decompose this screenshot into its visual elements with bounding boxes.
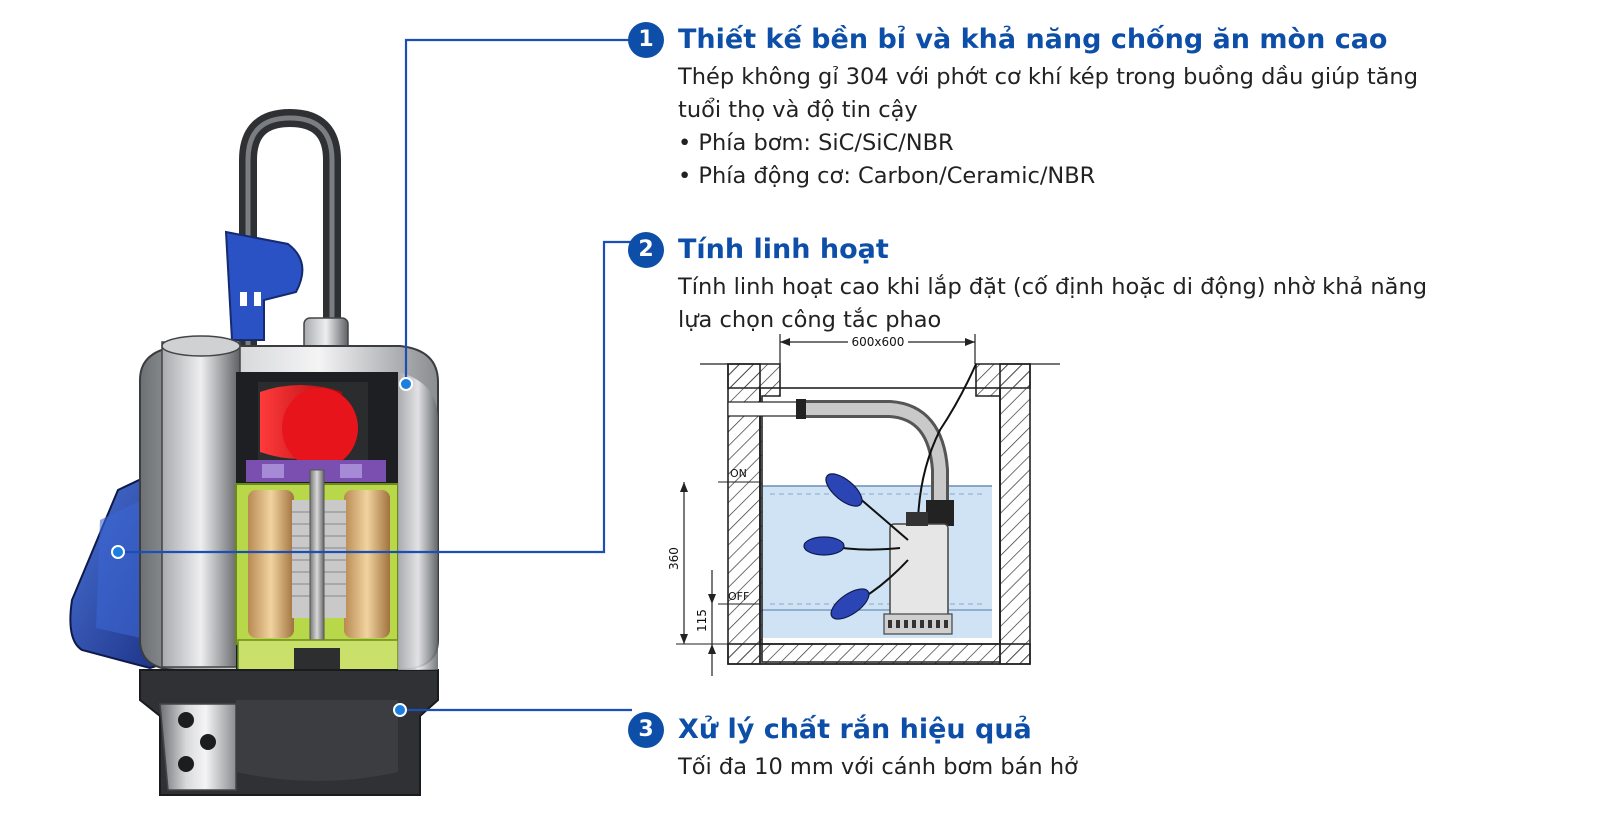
feature-title: Tính linh hoạt	[678, 234, 889, 265]
feature-title: Xử lý chất rắn hiệu quả	[678, 714, 1032, 745]
level-on-label: ON	[730, 467, 747, 480]
feature-text-line: tuổi thọ và độ tin cậy	[678, 97, 918, 123]
small-pump	[889, 523, 949, 621]
feature-number-badge: 1	[628, 22, 664, 58]
callout-dots	[111, 377, 413, 717]
feature-description: Thép không gỉ 304 với phớt cơ khí kép tr…	[678, 61, 1418, 193]
pump	[69, 108, 439, 796]
level-off-label: OFF	[728, 590, 749, 603]
installation-diagram: 600x600	[667, 333, 1060, 676]
feature-number-badge: 2	[628, 232, 664, 268]
height-on-label: 360	[667, 547, 681, 570]
feature-bullet: • Phía bơm: SiC/SiC/NBR	[678, 130, 954, 156]
callout-line-1	[404, 38, 632, 384]
feature-text-line: lựa chọn công tắc phao	[678, 307, 942, 333]
callout-lines	[118, 38, 632, 712]
diagram-floats	[803, 473, 870, 620]
feature-text-line: Tính linh hoạt cao khi lắp đặt (cố định …	[678, 274, 1427, 300]
feature-title: Thiết kế bền bỉ và khả năng chống ăn mòn…	[678, 24, 1388, 55]
water	[762, 486, 992, 638]
feature-bullet: • Phía động cơ: Carbon/Ceramic/NBR	[678, 163, 1096, 189]
feature-number-badge: 3	[628, 712, 664, 748]
pit-width-label: 600x600	[852, 335, 905, 349]
feature-text-line: Thép không gỉ 304 với phớt cơ khí kép tr…	[678, 64, 1418, 90]
height-off-label: 115	[695, 609, 709, 632]
feature-text-line: Tối đa 10 mm với cánh bơm bán hở	[678, 754, 1078, 780]
float-bracket	[224, 230, 304, 341]
feature-description: Tối đa 10 mm với cánh bơm bán hở	[678, 751, 1378, 784]
feature-description: Tính linh hoạt cao khi lắp đặt (cố định …	[678, 271, 1427, 337]
callout-line-2	[118, 240, 632, 554]
